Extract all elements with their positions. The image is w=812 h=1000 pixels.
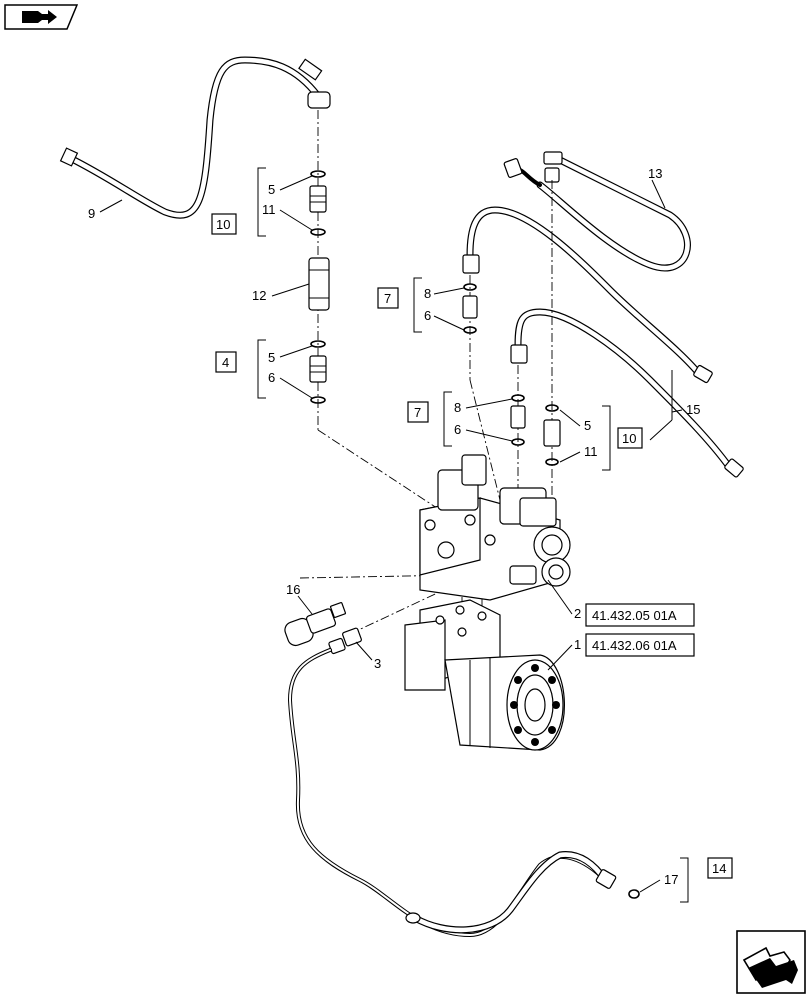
callout-11-upper: 11 [262,202,276,217]
callout-1: 1 [574,637,581,652]
callout-15: 15 [686,402,700,417]
fitting-stack-right [462,283,561,466]
fitting-3 [328,627,362,655]
callout-13: 13 [648,166,662,181]
callout-3: 3 [374,656,381,671]
leader-lines [99,167,689,903]
callout-6-mid: 6 [268,370,275,385]
callout-17: 17 [664,872,678,887]
boxed-group-refs: 10 4 7 7 10 14 [211,213,733,879]
group-ref-10-upper: 10 [216,217,230,232]
group-ref-14: 14 [712,861,726,876]
section-refs[interactable]: 41.432.05 01A 41.432.06 01A [585,603,695,657]
callout-16: 16 [286,582,300,597]
callout-12: 12 [252,288,266,303]
callout-9: 9 [88,206,95,221]
next-page-button[interactable] [736,930,806,994]
valve-block [419,454,571,601]
group-ref-7-a: 7 [384,291,391,306]
callout-2: 2 [574,606,581,621]
hose-15 [462,206,744,478]
callout-11-b: 11 [584,444,598,459]
pressure-switch-16 [284,601,347,647]
section-ref-2: 41.432.05 01A [592,608,677,623]
hose-13 [503,151,691,272]
callout-5-b: 5 [584,418,591,433]
callout-5-mid: 5 [268,350,275,365]
line-14 [288,648,640,937]
callout-6-b: 6 [454,422,461,437]
book-arrow-icon [4,4,79,30]
callout-5-upper: 5 [268,182,275,197]
callout-labels: 9 5 11 12 5 6 8 6 8 6 5 11 13 15 16 2 1 … [88,166,700,887]
callout-8-a: 8 [424,286,431,301]
group-ref-10-lower: 10 [622,431,636,446]
next-page-arrow-icon [736,930,806,994]
group-ref-4: 4 [222,355,229,370]
callout-8-b: 8 [454,400,461,415]
section-ref-1: 41.432.06 01A [592,638,677,653]
callout-6-a: 6 [424,308,431,323]
catalog-nav-badge[interactable] [4,4,79,30]
steering-motor [404,599,565,751]
hose-9 [59,56,331,219]
group-ref-7-b: 7 [414,405,421,420]
fitting-stack-upper [308,170,330,404]
